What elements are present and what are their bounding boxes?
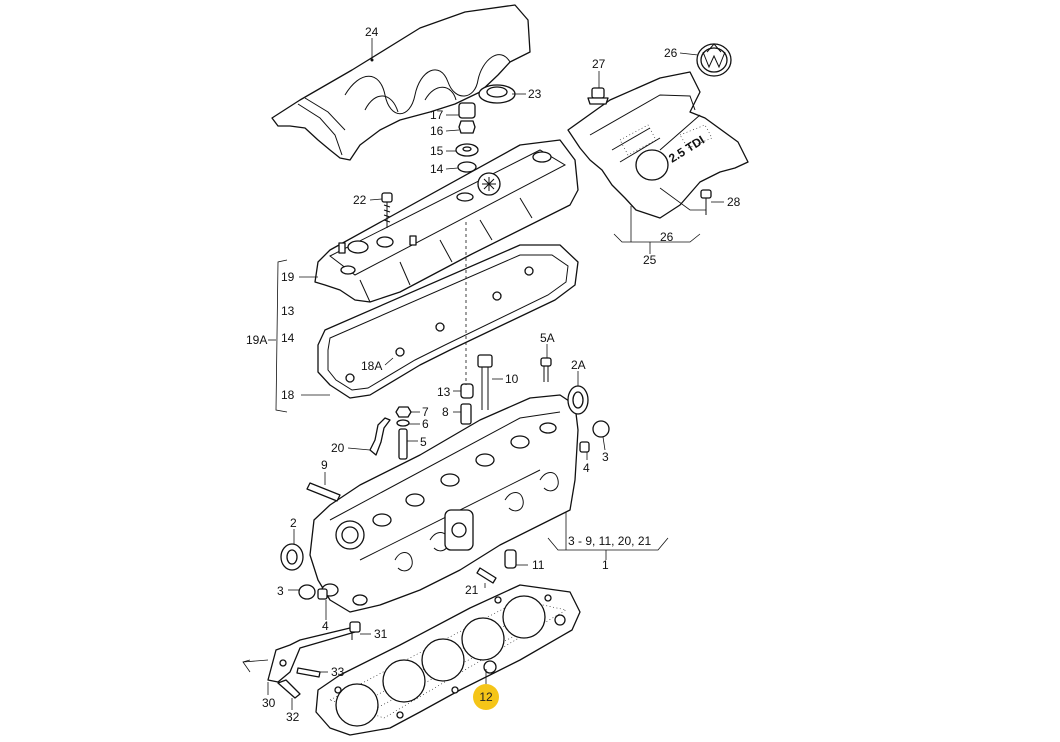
stud-21[interactable] — [476, 567, 497, 584]
grommet-23[interactable] — [478, 84, 516, 104]
label-16: 16 — [430, 124, 444, 138]
engine-cover-24[interactable] — [271, 4, 531, 161]
label-21: 21 — [465, 583, 479, 597]
label-18: 18 — [281, 388, 295, 402]
label-13-group: 13 — [281, 304, 295, 318]
label-14-group: 14 — [281, 331, 295, 345]
label-19A: 19A — [246, 333, 267, 347]
bolt-5A[interactable] — [540, 357, 552, 382]
cylinder-head[interactable] — [309, 394, 579, 613]
label-23: 23 — [528, 87, 542, 101]
label-28: 28 — [727, 195, 741, 209]
label-2A: 2A — [571, 358, 586, 372]
label-group-range: 3 - 9, 11, 20, 21 — [568, 534, 651, 548]
label-25: 25 — [643, 253, 657, 267]
stud-9[interactable] — [306, 482, 341, 502]
label-5A: 5A — [540, 331, 555, 345]
label-11: 11 — [532, 558, 545, 572]
washer-15[interactable] — [455, 143, 479, 157]
label-26-emblem: 26 — [664, 46, 678, 60]
label-14: 14 — [430, 162, 444, 176]
part-number-labels: 24 23 27 26 17 16 15 14 22 28 26 25 19 1… — [246, 25, 741, 724]
label-17: 17 — [430, 108, 444, 122]
label-24: 24 — [365, 25, 379, 39]
sleeve-11[interactable] — [504, 549, 517, 569]
washer-6[interactable] — [396, 419, 410, 427]
screw-28[interactable] — [700, 189, 712, 215]
bolt-10[interactable] — [477, 354, 493, 410]
seal-2A[interactable] — [567, 385, 589, 415]
label-3-left: 3 — [277, 584, 284, 598]
label-27: 27 — [592, 57, 606, 71]
pipe-20[interactable] — [369, 417, 391, 456]
seal-2[interactable] — [280, 543, 304, 571]
seal-14[interactable] — [457, 161, 477, 173]
label-10: 10 — [505, 372, 519, 386]
stud-8[interactable] — [460, 403, 472, 425]
gasket-18[interactable] — [317, 244, 579, 399]
leader-lines — [242, 38, 724, 710]
label-15: 15 — [430, 144, 444, 158]
bolt-22[interactable] — [381, 192, 393, 228]
label-8: 8 — [442, 405, 449, 419]
label-19: 19 — [281, 270, 295, 284]
cap-17[interactable] — [458, 102, 476, 119]
bolt-31[interactable] — [349, 621, 361, 640]
label-4-left: 4 — [322, 619, 329, 633]
plug-3-right[interactable] — [592, 420, 610, 438]
nut-7[interactable] — [395, 406, 412, 418]
label-12: 12 — [479, 690, 493, 704]
label-2: 2 — [290, 516, 297, 530]
highlight-badge-12[interactable]: 12 — [473, 684, 499, 710]
label-6: 6 — [422, 417, 429, 431]
label-20: 20 — [331, 441, 345, 455]
label-30: 30 — [262, 696, 276, 710]
label-33: 33 — [331, 665, 345, 679]
label-22: 22 — [353, 193, 367, 207]
stud-27[interactable] — [587, 87, 609, 105]
screw-33[interactable] — [296, 667, 321, 678]
plug-3-left[interactable] — [298, 584, 316, 600]
upper-engine-cover-26[interactable]: 2.5 TDI — [567, 71, 749, 219]
label-13: 13 — [437, 385, 451, 399]
label-4-right: 4 — [583, 461, 590, 475]
label-26-cover: 26 — [660, 230, 674, 244]
stud-4-right[interactable] — [579, 441, 590, 453]
label-32: 32 — [286, 710, 300, 724]
nut-16[interactable] — [458, 120, 476, 134]
label-31: 31 — [374, 627, 388, 641]
stud-4-left[interactable] — [317, 588, 328, 600]
label-5: 5 — [420, 435, 427, 449]
label-1: 1 — [602, 558, 609, 572]
sleeve-13[interactable] — [460, 383, 474, 399]
label-18A: 18A — [361, 359, 382, 373]
stud-5[interactable] — [398, 428, 408, 460]
label-3-right: 3 — [602, 450, 609, 464]
bolt-32[interactable] — [277, 679, 301, 699]
vw-logo-icon[interactable] — [696, 43, 732, 77]
label-9: 9 — [321, 458, 328, 472]
head-gasket-12[interactable] — [315, 584, 581, 736]
valve-cover-19[interactable] — [314, 139, 579, 303]
label-7: 7 — [422, 405, 429, 419]
